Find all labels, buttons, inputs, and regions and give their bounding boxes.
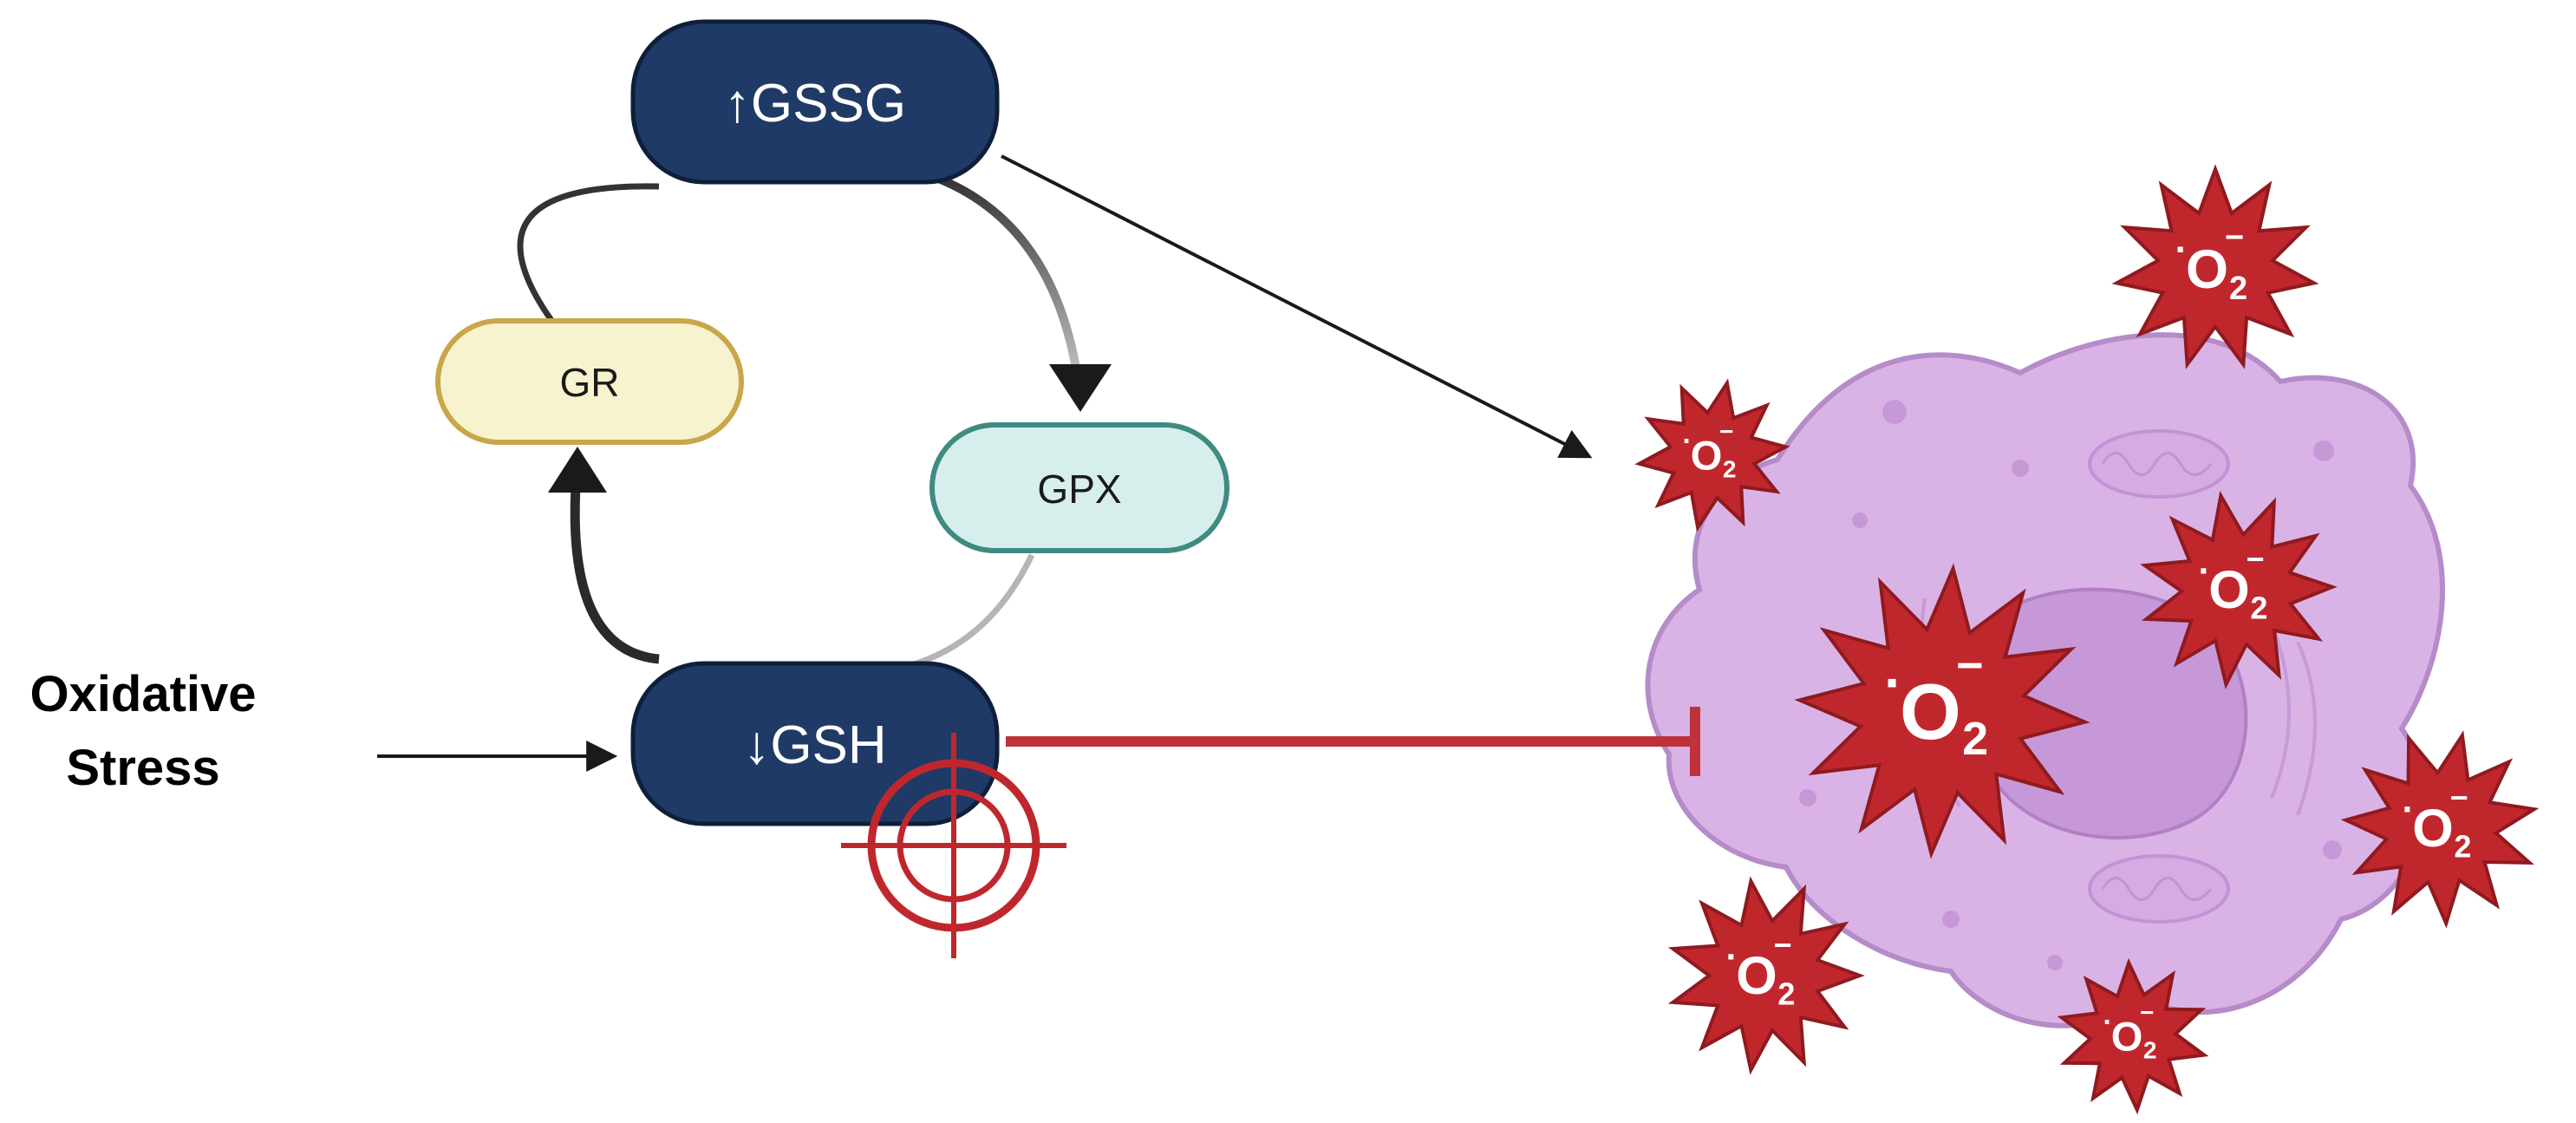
gssg-label: ↑GSSG <box>724 74 906 134</box>
ros-radical-dot: · <box>1884 651 1902 714</box>
burst-shape <box>2340 730 2540 929</box>
gsh-inhibits-cell <box>1006 707 1700 776</box>
ros-charge: − <box>1774 927 1792 963</box>
ros-radical-dot: · <box>2103 1005 2113 1037</box>
gpx-label: GPX <box>1037 467 1121 512</box>
gssg-to-cell-arrow <box>1001 154 1593 459</box>
gr-label: GR <box>560 360 620 405</box>
ros-radical-dot: · <box>2402 789 2414 830</box>
ros-subscript: 2 <box>1777 976 1795 1011</box>
arc-gr-to-gssg <box>517 183 660 328</box>
gssg-node: ↑GSSG <box>630 19 1000 185</box>
burst-shape <box>1794 563 2090 859</box>
cycle-arcs <box>517 173 1112 671</box>
gsh-label: ↓GSH <box>743 715 886 775</box>
mitochondrion-top <box>2088 429 2230 499</box>
ros-subscript: 2 <box>2143 1037 2157 1064</box>
burst-shape <box>2140 490 2338 690</box>
stress-line-1: Oxidative <box>29 666 256 722</box>
ros-label: O <box>1900 669 1961 756</box>
ros-radical-dot: · <box>2175 228 2188 271</box>
ros-subscript: 2 <box>2454 828 2471 864</box>
ros-charge: − <box>2247 541 2265 577</box>
ros-label: O <box>2412 799 2453 858</box>
ros-radical-dot: · <box>2198 551 2210 591</box>
burst-shape <box>2111 164 2319 369</box>
arrowhead-gssg-to-gpx <box>1049 364 1112 412</box>
ros-charge: − <box>1719 418 1733 445</box>
ros-subscript: 2 <box>2250 590 2267 625</box>
arc-gpx-to-gsh <box>901 553 1035 671</box>
ros-radical-dot: · <box>1683 424 1692 456</box>
gr-node: GR <box>435 318 744 445</box>
ros-label: O <box>1691 432 1723 478</box>
ros-label: O <box>2186 239 2228 300</box>
ros-charge: − <box>1956 640 1984 692</box>
burst-shape <box>1667 876 1865 1075</box>
stress-line-2: Stress <box>66 740 219 796</box>
ros-charge: − <box>2450 780 2468 815</box>
crosshair-target-icon <box>841 733 1066 958</box>
burst-shape <box>2057 957 2209 1115</box>
ros-charge: − <box>2225 219 2244 256</box>
ros-charge: − <box>2140 999 2154 1026</box>
oxidative-stress-input: Oxidative Stress <box>29 666 618 796</box>
ros-radical-dot: · <box>1725 937 1738 977</box>
ros-subscript: 2 <box>1723 456 1737 483</box>
ros-subscript: 2 <box>2229 271 2247 307</box>
ros-label: O <box>2111 1013 2143 1059</box>
arrowhead-gsh-to-gr <box>548 447 607 493</box>
arc-gsh-to-gr <box>570 472 660 664</box>
gpx-node: GPX <box>929 422 1229 553</box>
burst-shape <box>1634 378 1790 532</box>
mitochondrion-bottom <box>2088 854 2230 924</box>
ros-subscript: 2 <box>1962 713 1988 765</box>
gsh-node: ↓GSH <box>630 661 1000 826</box>
arc-gssg-to-gpx <box>935 173 1084 391</box>
ros-label: O <box>2208 560 2249 619</box>
ros-label: O <box>1736 946 1777 1005</box>
